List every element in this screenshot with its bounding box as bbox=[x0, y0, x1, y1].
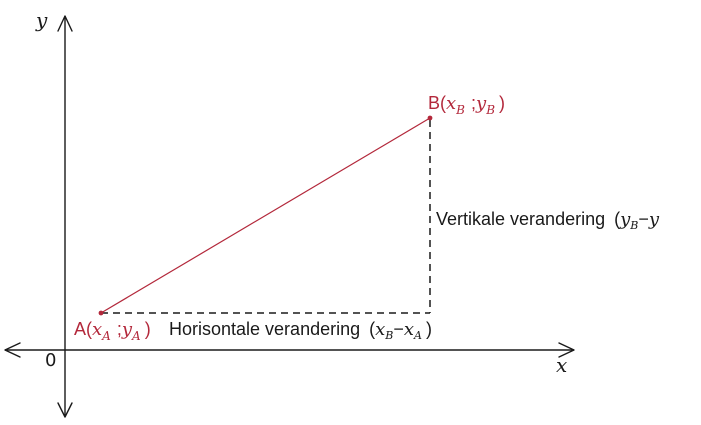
horizontal-expr-open: ( bbox=[369, 319, 376, 339]
point-a-y-symbol: y bbox=[121, 319, 133, 340]
x-axis-arrow-right bbox=[558, 342, 575, 358]
point-a-y-sub: A bbox=[132, 329, 141, 343]
horizontal-expr-close: ) bbox=[426, 319, 432, 339]
point-a-open-paren: ( bbox=[86, 319, 93, 339]
origin-label: 0 bbox=[45, 350, 57, 371]
y-axis-arrow-bottom bbox=[57, 402, 73, 418]
horizontal-expr-x1-sub: B bbox=[385, 329, 394, 342]
vertical-expr-minus: − bbox=[638, 209, 649, 229]
vertical-expr-open: ( bbox=[614, 209, 621, 229]
point-b-dot bbox=[427, 115, 433, 121]
point-b-x-sub: B bbox=[456, 103, 465, 117]
vertical-change-text: Vertikale verandering bbox=[436, 209, 606, 229]
point-b-x-symbol: x bbox=[446, 93, 457, 114]
horizontal-expr-minus: − bbox=[393, 319, 404, 339]
vertical-expr-y1: y bbox=[620, 209, 631, 230]
point-a-separator: ; bbox=[116, 319, 122, 339]
vertical-expr-y2: y bbox=[648, 209, 660, 230]
point-a-x-sub: A bbox=[102, 329, 111, 343]
point-a-label: A(xA;yA) bbox=[74, 320, 151, 342]
point-b-open-paren: ( bbox=[440, 93, 447, 113]
point-a-x-symbol: x bbox=[92, 319, 103, 340]
x-axis-arrow-left bbox=[4, 342, 21, 358]
point-a-close-paren: ) bbox=[144, 319, 151, 339]
x-axis-label: x bbox=[556, 353, 568, 377]
horizontal-change-label: Horisontale verandering (xB−xA) bbox=[169, 320, 432, 341]
segment-ab bbox=[100, 117, 431, 314]
horizontal-expr-x2-sub: A bbox=[414, 329, 422, 342]
point-b-y-sub: B bbox=[486, 103, 496, 117]
point-b-close-paren: ) bbox=[499, 93, 506, 113]
horizontal-expr-x1: x bbox=[375, 319, 386, 340]
y-axis-arrow-top bbox=[57, 15, 73, 32]
point-b-y-symbol: y bbox=[476, 93, 487, 114]
point-b-name: B bbox=[428, 93, 441, 113]
vertical-expr-y1-sub: B bbox=[630, 219, 639, 232]
point-b-label: B(xB;yB) bbox=[428, 94, 505, 116]
point-a-name: A bbox=[74, 319, 87, 339]
vertical-change-expression: (yB−y bbox=[614, 209, 660, 232]
point-b-separator: ; bbox=[471, 93, 477, 113]
horizontal-change-text: Horisontale verandering bbox=[169, 319, 361, 339]
y-axis-label: y bbox=[36, 8, 48, 32]
vertical-change-label: Vertikale verandering (yB−y bbox=[436, 210, 659, 231]
horizontal-expr-x2: x bbox=[403, 319, 415, 340]
horizontal-change-expression: (xB−xA) bbox=[369, 319, 432, 342]
point-a-dot bbox=[98, 310, 104, 316]
